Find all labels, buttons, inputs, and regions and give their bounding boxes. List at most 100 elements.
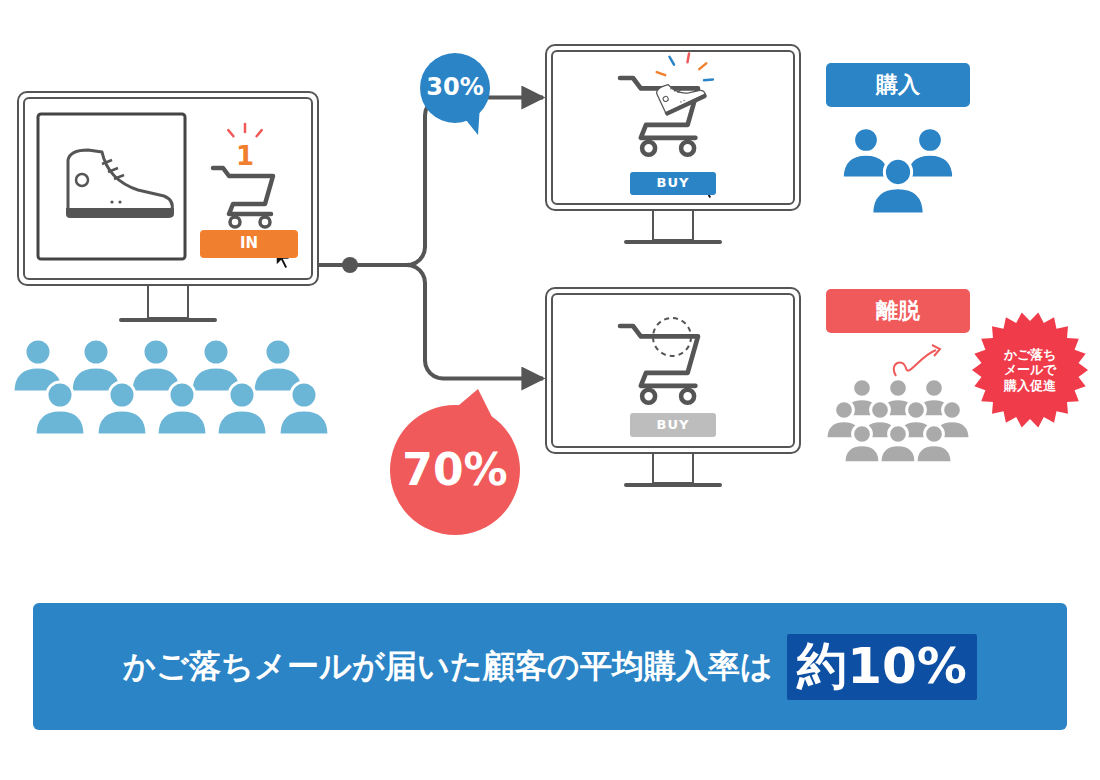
sparkle bbox=[657, 53, 713, 80]
missing-item bbox=[653, 318, 691, 356]
drawing-part bbox=[907, 401, 926, 420]
summary-band: かご落ちメールが届いた顧客の平均購入率は約10% bbox=[33, 603, 1067, 730]
drawing-part bbox=[642, 390, 655, 403]
node-text: BUY bbox=[657, 418, 690, 433]
drawing-part bbox=[653, 453, 693, 483]
drawing-part bbox=[704, 78, 713, 81]
drawing-part bbox=[683, 100, 685, 102]
flow-arrow bbox=[318, 265, 543, 379]
drawing-part bbox=[681, 390, 694, 403]
drawing-part bbox=[854, 128, 879, 153]
drawing-part bbox=[203, 339, 229, 365]
drawing-part bbox=[420, 53, 490, 123]
drawing-part bbox=[872, 188, 925, 214]
drawing-part bbox=[169, 382, 195, 408]
drawing-part bbox=[889, 379, 908, 398]
drawing-part bbox=[110, 200, 113, 203]
drawing-part bbox=[853, 379, 872, 398]
drawing-part bbox=[66, 208, 174, 218]
person-icon bbox=[842, 128, 890, 178]
drawing-part bbox=[102, 160, 112, 164]
monitor-frame bbox=[546, 288, 800, 487]
drawing-part bbox=[880, 445, 916, 463]
drawing-part bbox=[925, 425, 944, 444]
drawing-part bbox=[844, 445, 880, 463]
sneaker-icon bbox=[654, 71, 707, 116]
status-badge: 購入 bbox=[826, 63, 970, 107]
percent-bubble: 70% bbox=[390, 405, 520, 535]
drawing-part bbox=[687, 53, 689, 62]
drawing-part bbox=[871, 401, 890, 420]
node-text: IN bbox=[240, 235, 258, 252]
drawing-part bbox=[552, 294, 794, 447]
person-icon bbox=[97, 382, 147, 435]
drawing-part bbox=[260, 217, 270, 227]
person-icon bbox=[279, 382, 329, 435]
drawing-part bbox=[670, 86, 675, 89]
drawing-part bbox=[157, 410, 207, 435]
drawing-part bbox=[108, 168, 118, 172]
drawing-part bbox=[657, 72, 665, 75]
node-text: かご落ち メールで 購入促進 bbox=[1002, 347, 1058, 394]
drawing-part bbox=[279, 410, 329, 435]
drawing-part bbox=[653, 210, 693, 240]
drawing-part bbox=[148, 285, 188, 318]
drawing-part bbox=[842, 154, 890, 178]
product-frame bbox=[38, 114, 185, 259]
person-icon bbox=[157, 382, 207, 435]
drawing-part bbox=[673, 88, 678, 91]
cart-icon bbox=[620, 326, 698, 403]
highlight-figure: 約10% bbox=[787, 634, 977, 700]
drawing-part bbox=[665, 93, 708, 116]
drawing-part bbox=[118, 200, 121, 203]
drawing-part bbox=[76, 174, 88, 186]
cart-count: 1 bbox=[236, 143, 254, 169]
drawing-part bbox=[229, 382, 255, 408]
sparkle bbox=[228, 124, 261, 136]
drawing-part bbox=[291, 382, 317, 408]
monitor-screen: IN bbox=[18, 92, 318, 285]
buy-button-disabled: BUY bbox=[630, 413, 716, 437]
person-icon bbox=[217, 382, 267, 435]
monitor-screen: BUY bbox=[546, 288, 800, 453]
drawing-part bbox=[670, 57, 675, 65]
node-text: 30% bbox=[426, 74, 483, 102]
drawing-part bbox=[620, 78, 698, 138]
drawing-part bbox=[265, 339, 291, 365]
monitor-screen: BUY bbox=[546, 45, 800, 210]
drawing-part bbox=[620, 326, 698, 386]
drawing-part bbox=[143, 339, 169, 365]
drawing-part bbox=[835, 401, 854, 420]
node-text: 約10% bbox=[797, 638, 967, 696]
drawing-part bbox=[109, 382, 135, 408]
drawing-part bbox=[217, 410, 267, 435]
drawing-part bbox=[35, 410, 85, 435]
sneaker-icon bbox=[66, 150, 174, 218]
drawing-part bbox=[25, 339, 51, 365]
person-icon bbox=[906, 128, 954, 178]
drawing-part bbox=[257, 130, 262, 136]
drawing-part bbox=[662, 96, 669, 103]
drawing-part bbox=[546, 45, 800, 210]
drawing-part bbox=[114, 175, 124, 179]
monitor-frame bbox=[18, 92, 318, 322]
drawing-part bbox=[624, 483, 722, 487]
person-icon bbox=[872, 158, 925, 214]
drawing-part bbox=[918, 128, 943, 153]
node-text: 離脱 bbox=[876, 298, 920, 323]
drawing-part bbox=[925, 379, 944, 398]
drawing-part bbox=[552, 51, 794, 204]
drawing-part bbox=[390, 405, 520, 535]
buy-button: BUY bbox=[630, 172, 716, 195]
in-button: IN bbox=[200, 230, 298, 258]
drawing-part bbox=[906, 154, 954, 178]
flow-arrow bbox=[318, 98, 543, 266]
person-icon bbox=[844, 425, 880, 463]
drawing-part bbox=[213, 168, 273, 214]
drawing-part bbox=[680, 101, 682, 103]
cart-icon bbox=[213, 168, 273, 227]
person-icon bbox=[35, 382, 85, 435]
drawing-part bbox=[884, 158, 911, 185]
